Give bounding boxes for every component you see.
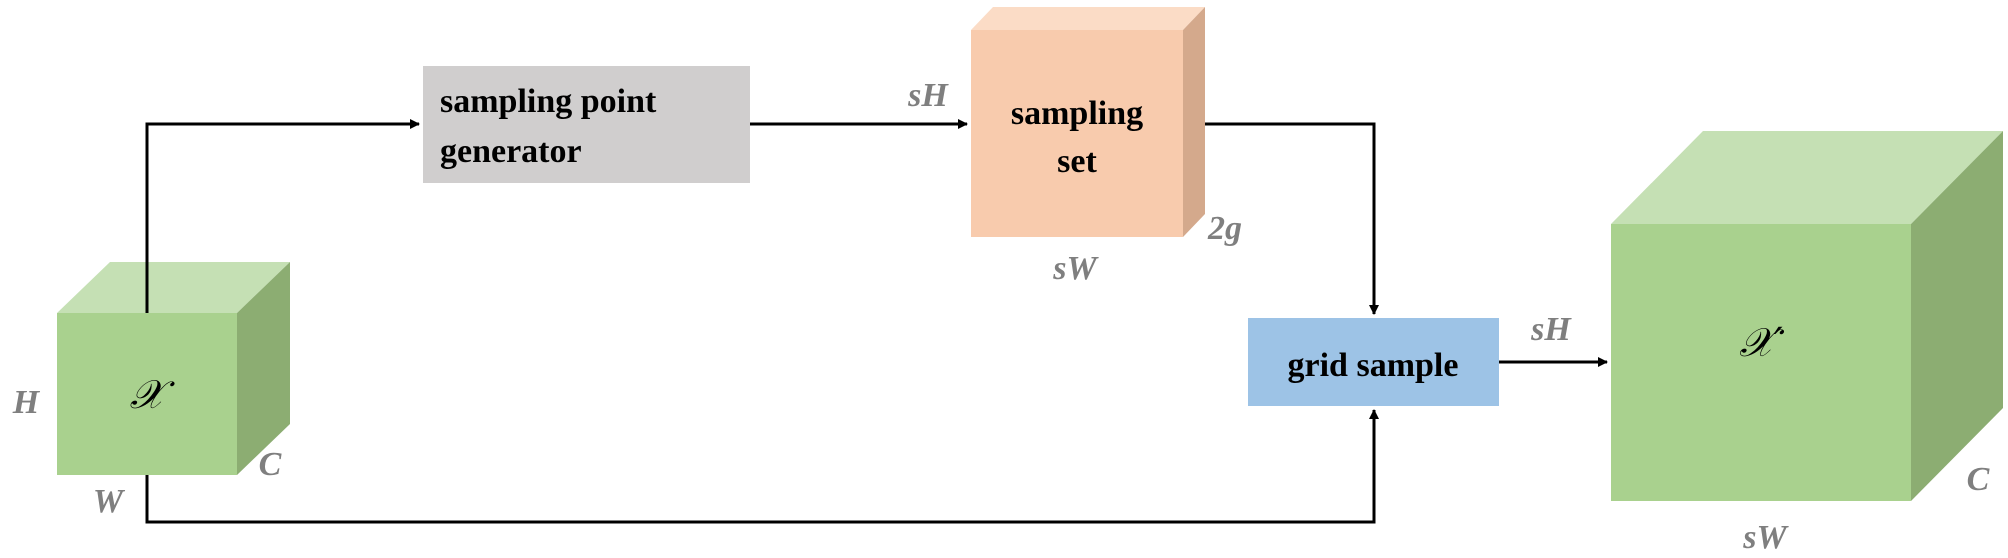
input-cube-top-face — [57, 262, 290, 313]
output-cube-front-face — [1611, 224, 1911, 501]
input-tensor-cube: 𝒳 — [57, 262, 290, 475]
output-cube-side-face — [1911, 131, 2003, 501]
output-dim-c-label: C — [1967, 461, 1990, 498]
output-tensor-cube: 𝒳′ — [1611, 131, 2003, 501]
sampling-set-label-line1: sampling — [1011, 95, 1143, 132]
generator-label-line1: sampling point — [440, 83, 657, 120]
sampling-set-front-face — [971, 30, 1183, 237]
input-cube-front-face — [57, 313, 237, 475]
arrow-input-to-grid-sample — [145, 409, 1379, 524]
grid-sample-box: grid sample — [1248, 318, 1499, 406]
sampling-set-top-face — [971, 7, 1205, 30]
arrow-input-to-generator — [145, 119, 420, 313]
output-dim-w-label: sW — [1742, 519, 1789, 556]
arrow-sampling-set-to-grid-sample — [1205, 122, 1379, 315]
sampling-set-label-line2: set — [1057, 143, 1097, 180]
output-dim-h-label: sH — [1530, 311, 1572, 348]
generator-label-line2: generator — [440, 133, 582, 170]
input-dim-w-label: W — [93, 483, 126, 520]
sampling-set-side-face — [1183, 7, 1205, 237]
sampling-set-cube: sampling set — [971, 7, 1205, 237]
output-cube-top-face — [1611, 131, 2003, 224]
sampling-set-dim-depth-label: 2g — [1207, 210, 1242, 247]
sampling-set-dim-h-label: sH — [907, 77, 949, 114]
output-tensor-symbol: 𝒳′ — [1739, 320, 1785, 366]
input-dim-c-label: C — [259, 446, 282, 483]
input-cube-side-face — [237, 262, 290, 475]
input-dim-h-label: H — [12, 384, 41, 421]
sampling-set-dim-w-label: sW — [1052, 250, 1099, 287]
grid-sample-label: grid sample — [1288, 347, 1459, 384]
sampling-point-generator-box: sampling point generator — [423, 66, 750, 183]
